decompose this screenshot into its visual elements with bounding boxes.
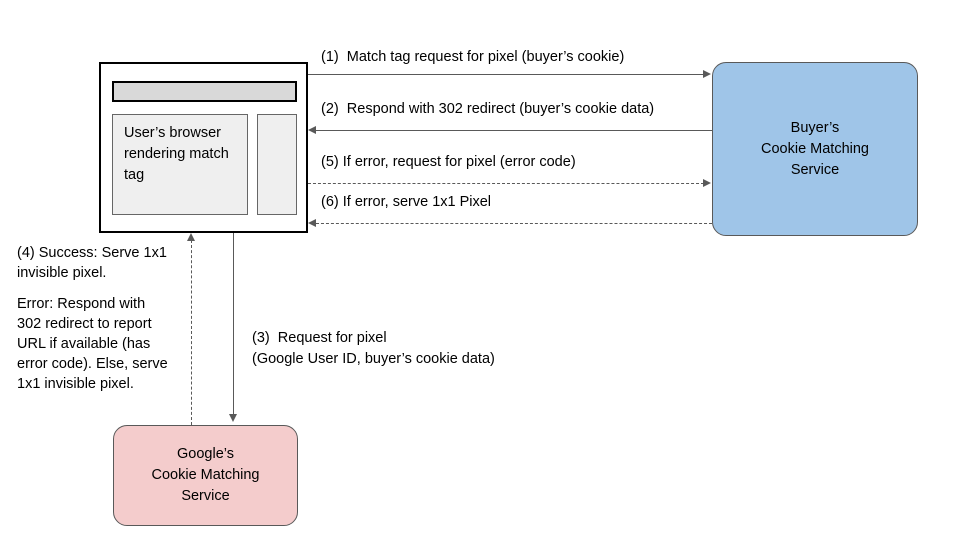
- google-cookie-matching-service-node[interactable]: Google’s Cookie Matching Service: [113, 425, 298, 526]
- message-6-label: (6) If error, serve 1x1 Pixel: [321, 194, 492, 210]
- message-4-error-label: Error: Respond with 302 redirect to repo…: [17, 296, 168, 392]
- message-3-arrowhead-down: [229, 414, 237, 422]
- browser-content-label: User’s browser rendering match tag: [124, 125, 229, 183]
- message-1-arrow-line: [308, 74, 704, 75]
- message-4-arrowhead-up: [187, 233, 195, 241]
- browser-content-panel: User’s browser rendering match tag: [112, 114, 248, 215]
- message-3-label-line2: (Google User ID, buyer’s cookie data): [252, 351, 495, 367]
- message-5-arrowhead-right: [703, 179, 711, 187]
- message-6-arrow-line: [316, 223, 712, 224]
- message-1-label: (1) Match tag request for pixel (buyer’s…: [321, 49, 625, 65]
- message-3-label-line1: (3) Request for pixel: [252, 330, 387, 346]
- browser-address-bar[interactable]: [112, 81, 297, 102]
- message-4-arrow-line: [191, 240, 192, 425]
- message-3-arrow-line: [233, 233, 234, 415]
- message-6-arrowhead-left: [308, 219, 316, 227]
- message-2-arrow-line: [316, 130, 712, 131]
- browser-window-mock: User’s browser rendering match tag: [99, 62, 308, 233]
- browser-side-panel: [257, 114, 297, 215]
- message-5-label: (5) If error, request for pixel (error c…: [321, 154, 576, 170]
- message-2-label: (2) Respond with 302 redirect (buyer’s c…: [321, 101, 655, 117]
- message-4-success-label: (4) Success: Serve 1x1 invisible pixel.: [17, 245, 167, 281]
- message-5-arrow-line: [308, 183, 704, 184]
- buyer-cookie-matching-service-node[interactable]: Buyer’s Cookie Matching Service: [712, 62, 918, 236]
- message-1-arrowhead-right: [703, 70, 711, 78]
- message-2-arrowhead-left: [308, 126, 316, 134]
